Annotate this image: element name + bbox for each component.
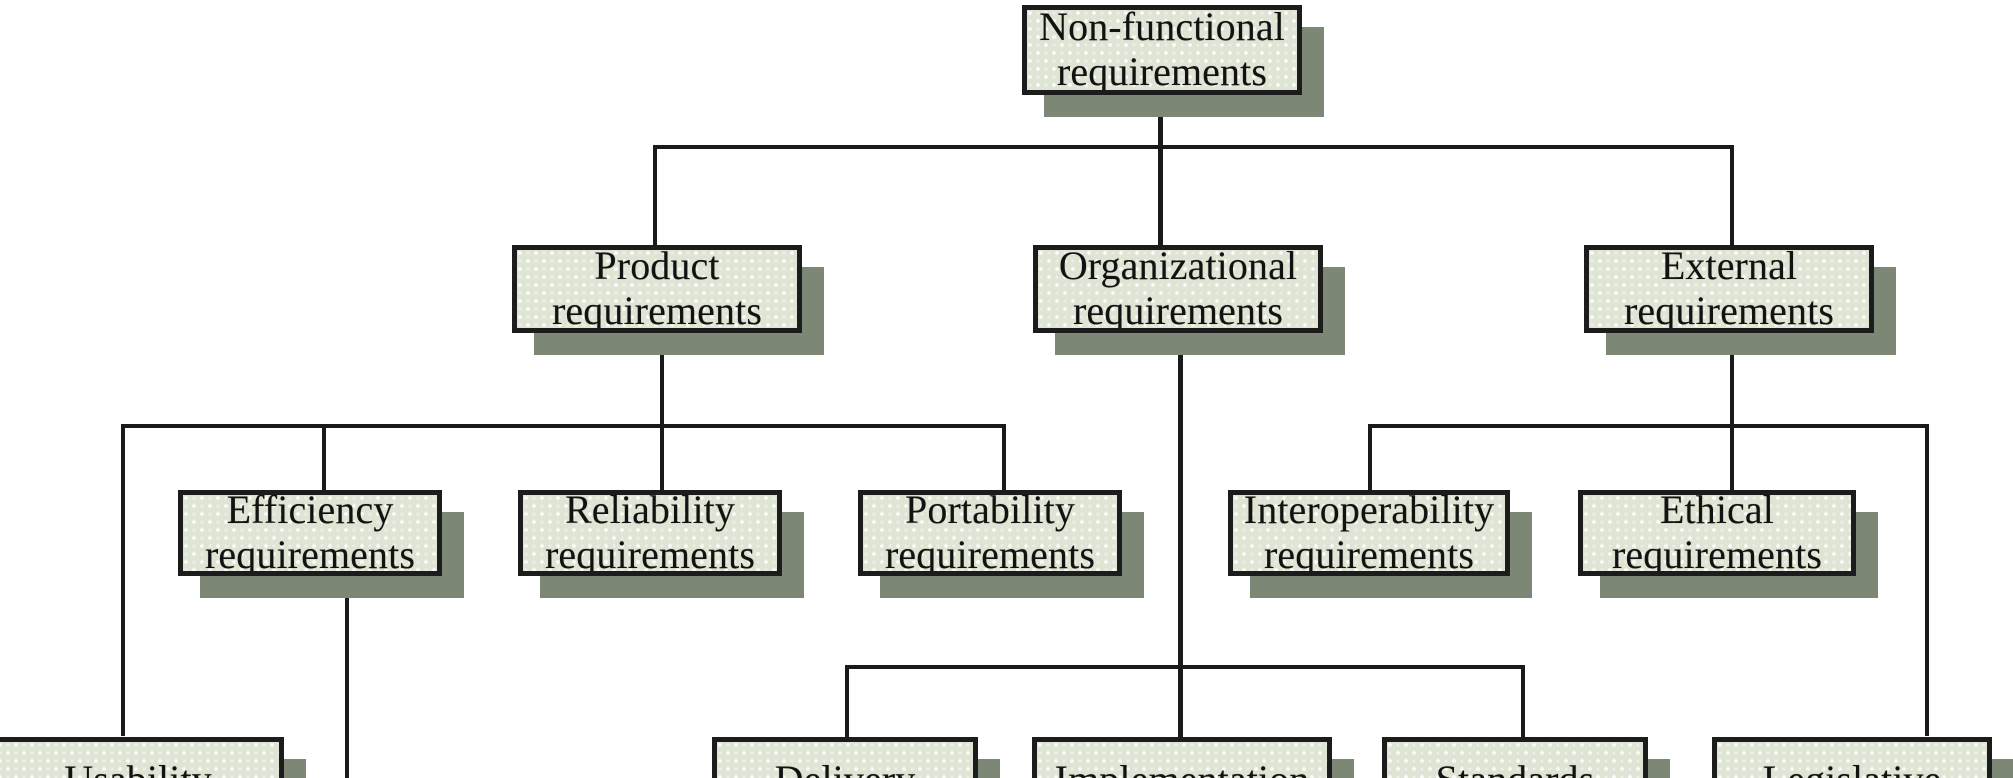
node-organizational-requirements[interactable]: Organizational requirements (1033, 245, 1345, 355)
node-body: Non-functional requirements (1022, 5, 1302, 95)
node-label-line1: External (1660, 245, 1798, 289)
node-label-line1: Legislative (1763, 757, 1942, 778)
node-label-line2: requirements (1056, 49, 1267, 94)
node-label-line2: requirements (551, 288, 762, 333)
connector-organizational-to-implementation (1178, 665, 1183, 737)
node-label-line2: requirements (1263, 532, 1474, 576)
node-body: External requirements (1584, 245, 1874, 333)
node-label-line1: Non-functional (1039, 5, 1285, 50)
node-body: Organizational requirements (1033, 245, 1323, 333)
node-delivery-requirements[interactable]: Delivery (712, 737, 1000, 778)
node-external-requirements[interactable]: External requirements (1584, 245, 1896, 355)
node-label-line2: requirements (1611, 532, 1822, 576)
node-label-line1: Efficiency (226, 490, 394, 533)
connector-organizational-to-standards (1521, 665, 1525, 737)
node-label-line1: Reliability (565, 490, 735, 533)
node-body: Product requirements (512, 245, 802, 333)
connector-level2-center-drop (1158, 145, 1163, 250)
connector-product-stem-lower (660, 385, 664, 424)
node-body: Portability requirements (858, 490, 1122, 576)
node-label-line1: Product (594, 245, 720, 289)
connector-product-to-portability (1002, 424, 1006, 490)
node-body: Legislative (1712, 737, 1992, 778)
node-body: Delivery (712, 737, 978, 778)
node-usability-requirements[interactable]: Usability (0, 737, 306, 778)
connector-product-bus (121, 424, 1006, 428)
node-body: Standards (1382, 737, 1648, 778)
connector-level2-bus (653, 145, 1734, 149)
connector-external-to-legislative (1925, 424, 1929, 736)
node-label-line2: requirements (1072, 288, 1283, 333)
node-body: Efficiency requirements (178, 490, 442, 576)
node-body: Implementation (1032, 737, 1332, 778)
connector-root-stem (1158, 92, 1163, 148)
node-label-line1: Standards (1436, 757, 1595, 778)
node-label-line1: Implementation (1055, 757, 1310, 778)
node-label-line1: Organizational (1058, 245, 1298, 289)
connector-organizational-to-delivery (845, 665, 849, 737)
node-label-line2: requirements (884, 532, 1095, 576)
node-ethical-requirements[interactable]: Ethical requirements (1578, 490, 1878, 598)
node-product-requirements[interactable]: Product requirements (512, 245, 824, 355)
node-body: Ethical requirements (1578, 490, 1856, 576)
connector-organizational-stem (1178, 325, 1183, 668)
connector-product-to-usability (121, 424, 125, 736)
node-body: Usability (0, 737, 284, 778)
node-label-line1: Delivery (775, 757, 916, 778)
node-portability-requirements[interactable]: Portability requirements (858, 490, 1144, 598)
connector-level2-right-drop (1730, 145, 1734, 250)
node-legislative-requirements[interactable]: Legislative (1712, 737, 2013, 778)
connector-efficiency-stem (345, 575, 349, 778)
connector-external-to-ethical (1730, 424, 1734, 490)
node-label-line2: requirements (544, 532, 755, 576)
node-efficiency-requirements[interactable]: Efficiency requirements (178, 490, 464, 598)
connector-level2-left-drop (653, 145, 657, 250)
node-standards-requirements[interactable]: Standards (1382, 737, 1670, 778)
node-label-line1: Usability (64, 757, 212, 778)
node-label-line2: requirements (1623, 288, 1834, 333)
node-interoperability-requirements[interactable]: Interoperability requirements (1228, 490, 1532, 598)
node-body: Interoperability requirements (1228, 490, 1510, 576)
node-body: Reliability requirements (518, 490, 782, 576)
node-implementation-requirements[interactable]: Implementation (1032, 737, 1354, 778)
node-reliability-requirements[interactable]: Reliability requirements (518, 490, 804, 598)
node-label-line2: requirements (204, 532, 415, 576)
node-label-line1: Ethical (1660, 490, 1774, 533)
connector-product-stem (660, 325, 664, 385)
connector-external-to-interoperability (1368, 424, 1372, 490)
connector-organizational-bus (845, 665, 1525, 669)
connector-product-to-reliability (660, 424, 664, 490)
connector-product-to-efficiency (322, 424, 326, 490)
node-non-functional-requirements[interactable]: Non-functional requirements (1022, 5, 1324, 117)
node-label-line1: Interoperability (1243, 490, 1495, 533)
connector-external-bus (1368, 424, 1928, 428)
node-label-line1: Portability (905, 490, 1075, 533)
connector-external-stem (1730, 325, 1734, 424)
